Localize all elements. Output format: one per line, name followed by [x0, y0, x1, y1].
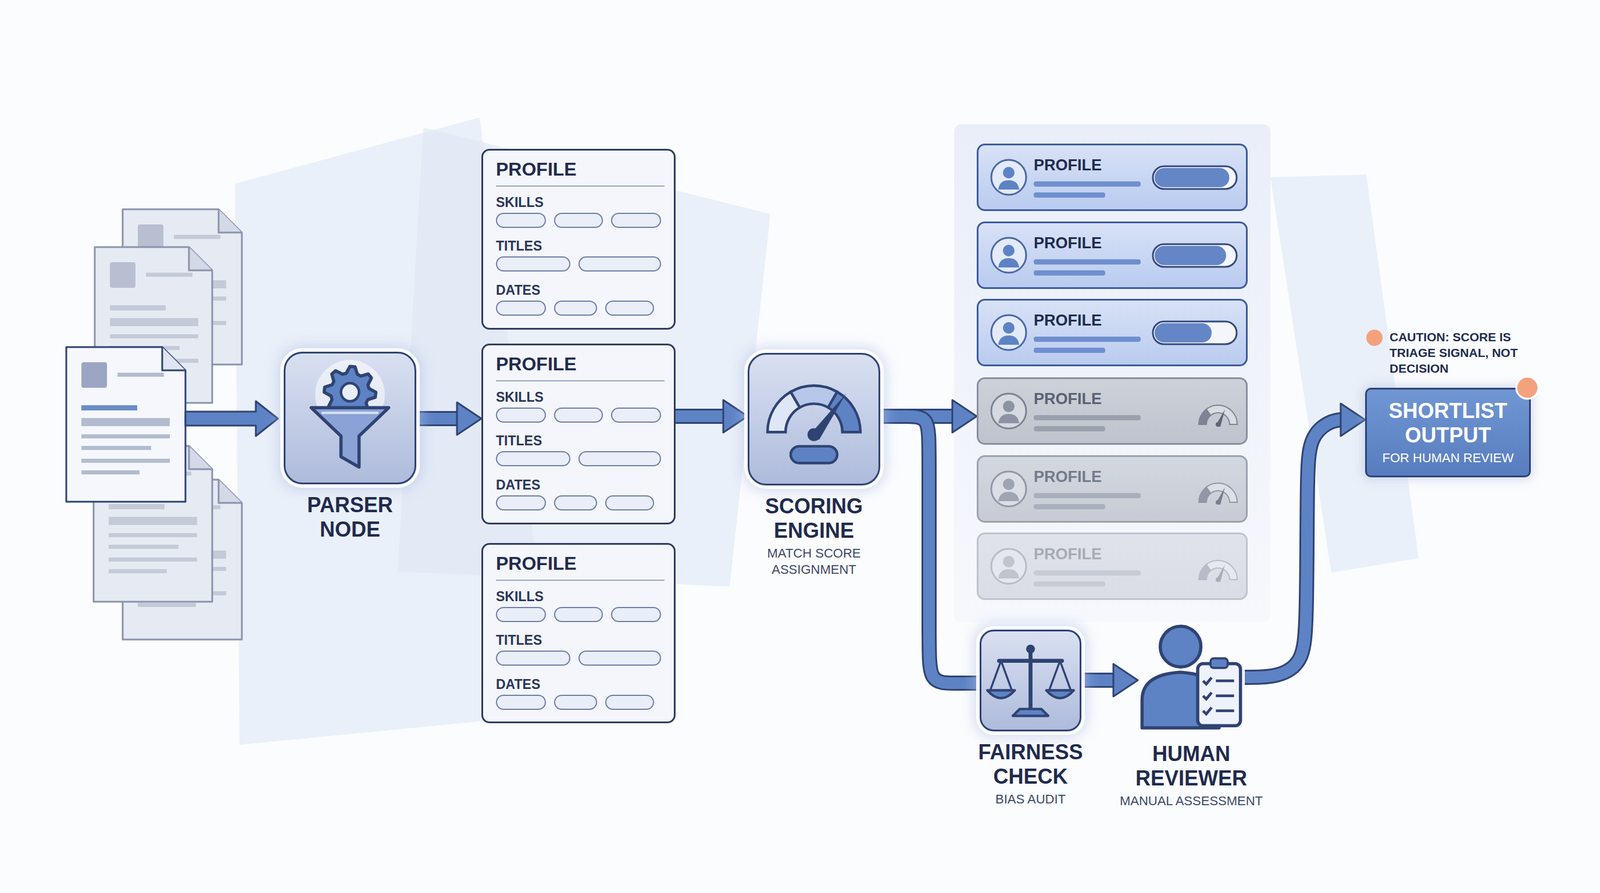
- flow-arrow: [1081, 663, 1138, 697]
- field-pill: [554, 606, 603, 623]
- node-subtitle: SKILLS: [495, 194, 544, 211]
- ranked-profile: PROFILE: [976, 298, 1248, 367]
- node-title: PROFILE: [1033, 389, 1102, 409]
- profile-row-decor: [978, 456, 1246, 521]
- profile-card: PROFILE SKILLS TITLES DATES: [481, 343, 676, 525]
- input-arrow: [185, 401, 278, 437]
- ranked-profile: PROFILE: [976, 377, 1248, 445]
- node-subtitle: TITLES: [495, 432, 542, 449]
- ranked-profile: PROFILE: [976, 532, 1248, 600]
- field-pill: [495, 606, 546, 623]
- flow-arrow: [675, 400, 748, 433]
- scoring-engine: SCORING ENGINEMATCH SCORE ASSIGNMENT: [747, 352, 881, 486]
- field-pill: [578, 650, 662, 666]
- node-title: PROFILE: [1033, 311, 1102, 330]
- flow-arrow: [880, 416, 980, 684]
- node-subtitle: MATCH SCORE ASSIGNMENT: [738, 545, 890, 578]
- field-pill: [605, 495, 655, 511]
- node-subtitle: BIAS AUDIT: [949, 791, 1113, 808]
- field-pill: [495, 407, 546, 423]
- field-pill: [495, 256, 571, 272]
- divider-line: [495, 380, 665, 382]
- node-subtitle: TITLES: [495, 237, 542, 255]
- ranked-profile: PROFILE: [976, 143, 1248, 212]
- node-title: SHORTLIST OUTPUT: [1372, 398, 1524, 448]
- node-title: PROFILE: [1033, 155, 1102, 175]
- node-subtitle: FOR HUMAN REVIEW: [1381, 450, 1514, 467]
- node-title: PROFILE: [1033, 544, 1102, 564]
- field-pill: [605, 300, 655, 316]
- node-subtitle: SKILLS: [495, 588, 544, 605]
- shortlist-output: SHORTLIST OUTPUT FOR HUMAN REVIEW: [1365, 387, 1531, 478]
- node-subtitle: DATES: [495, 476, 541, 494]
- profile-card: PROFILE SKILLS TITLES DATES: [481, 148, 676, 330]
- reviewer-icon: [1137, 617, 1245, 732]
- field-pill: [495, 212, 546, 228]
- node-title: PARSER NODE: [283, 493, 417, 542]
- caution-note: CAUTION: SCORE IS TRIAGE SIGNAL, NOT DEC…: [1389, 329, 1532, 377]
- label-stack: HUMAN REVIEWER MANUAL ASSESSMENT: [1109, 741, 1273, 810]
- profile-row-decor: [978, 223, 1246, 288]
- field-pill: [578, 451, 662, 467]
- ranked-profile: PROFILE: [976, 221, 1248, 289]
- field-pill: [578, 256, 662, 272]
- field-pill: [611, 212, 662, 228]
- gauge-icon: [749, 354, 879, 484]
- node-title: PROFILE: [495, 551, 577, 575]
- node-title: HUMAN REVIEWER: [1109, 741, 1273, 791]
- field-pill: [495, 300, 546, 316]
- profile-row-decor: [978, 145, 1246, 210]
- node-title: FAIRNESS CHECK: [949, 740, 1113, 789]
- divider-line: [495, 185, 665, 187]
- divider-line: [495, 579, 665, 581]
- field-pill: [554, 495, 598, 511]
- node-subtitle: SKILLS: [495, 388, 544, 406]
- backdrop-shape: [397, 127, 771, 587]
- parser-node: PARSER NODE: [283, 351, 417, 485]
- field-pill: [611, 606, 662, 623]
- field-pill: [605, 694, 655, 710]
- node-title: PROFILE: [1033, 233, 1102, 253]
- ranked-list-panel: [954, 124, 1271, 623]
- field-pill: [554, 694, 598, 710]
- profile-row-decor: [978, 534, 1246, 599]
- human-reviewer: HUMAN REVIEWERMANUAL ASSESSMENT: [1137, 617, 1245, 732]
- field-pill: [611, 407, 662, 423]
- label-stack: SCORING ENGINEMATCH SCORE ASSIGNMENT: [738, 494, 890, 578]
- node-subtitle: MANUAL ASSESSMENT: [1109, 793, 1273, 810]
- fairness-check: FAIRNESS CHECKBIAS AUDIT: [979, 629, 1082, 732]
- label-stack: FAIRNESS CHECK BIAS AUDIT: [949, 740, 1113, 808]
- flow-arrow: [1244, 403, 1366, 678]
- field-pill: [554, 300, 598, 316]
- profile-card: PROFILE SKILLS TITLES DATES: [481, 543, 676, 724]
- node-title: PROFILE: [1033, 467, 1102, 487]
- field-pill: [554, 407, 603, 423]
- resume-document: [66, 347, 186, 502]
- profile-row-decor: [978, 300, 1246, 365]
- node-subtitle: TITLES: [495, 631, 542, 649]
- field-pill: [495, 650, 571, 666]
- node-title: PROFILE: [495, 157, 577, 181]
- node-title: PROFILE: [495, 352, 577, 376]
- label-stack: PARSER NODE: [283, 493, 417, 542]
- flow-arrow: [416, 402, 482, 435]
- field-pill: [554, 212, 603, 228]
- node-subtitle: DATES: [495, 281, 541, 299]
- caution-dot: [1516, 376, 1539, 399]
- node-title: SCORING ENGINE: [738, 494, 890, 544]
- profile-row-decor: [978, 379, 1246, 444]
- caution-dot: [1366, 329, 1383, 346]
- field-pill: [495, 451, 571, 467]
- field-pill: [495, 694, 546, 710]
- field-pill: [495, 495, 546, 511]
- ranked-profile: PROFILE: [976, 455, 1248, 523]
- scales-icon: [981, 631, 1080, 730]
- node-subtitle: DATES: [495, 676, 541, 693]
- funnel-gear-icon: [285, 353, 415, 483]
